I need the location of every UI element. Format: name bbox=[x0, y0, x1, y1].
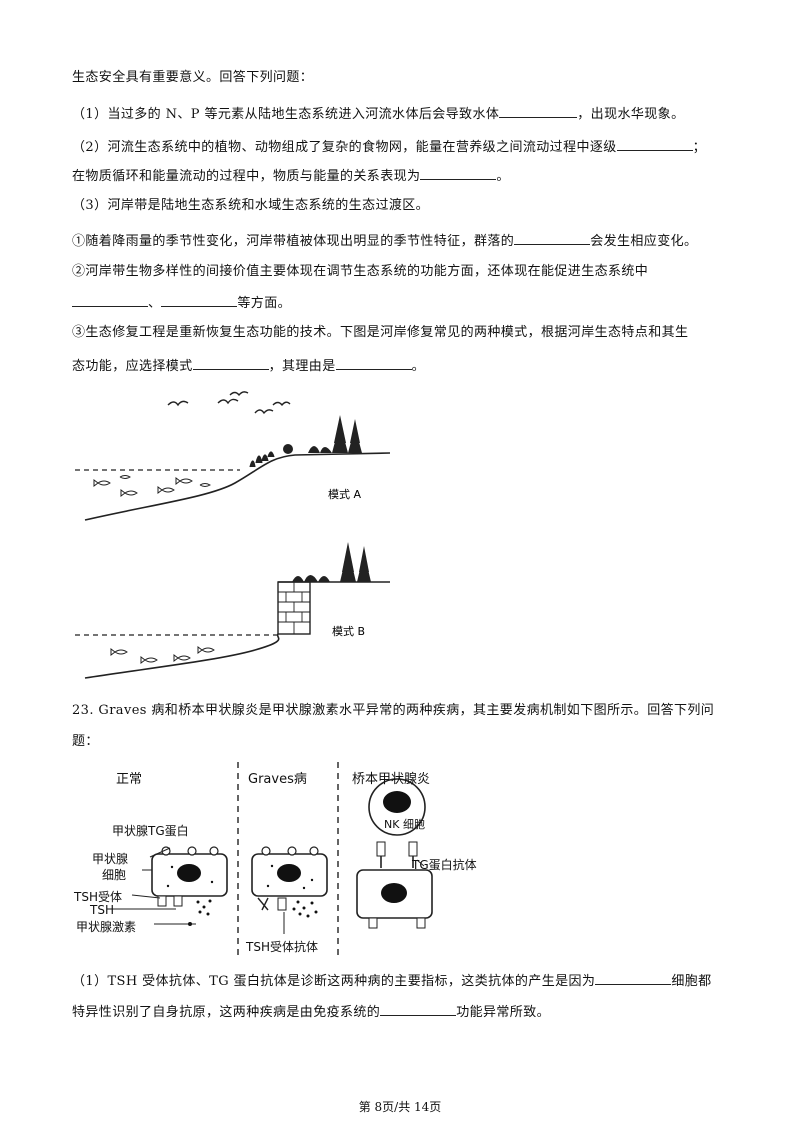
tg-protein-label: 甲状腺TG蛋白 bbox=[112, 824, 189, 838]
q23-intro-line1: 23. Graves 病和桥本甲状腺炎是甲状腺激素水平异常的两种疾病，其主要发病… bbox=[72, 703, 715, 718]
q23-intro-line2: 题： bbox=[72, 734, 99, 749]
answer-blank[interactable] bbox=[499, 103, 578, 118]
thyroid-cell-label: 甲状腺 bbox=[92, 852, 129, 866]
normal-label: 正常 bbox=[116, 772, 143, 787]
q22-part2-line2: 在物质循环和能量流动的过程中，物质与能量的关系表现为。 bbox=[72, 165, 510, 186]
thyroid-cell-label-2: 细胞 bbox=[102, 868, 127, 882]
answer-blank[interactable] bbox=[595, 970, 672, 985]
riverbank-mode-b-figure: 模式 B bbox=[75, 542, 390, 679]
hashimoto-label: 桥本甲状腺炎 bbox=[352, 772, 431, 787]
answer-blank[interactable] bbox=[514, 230, 591, 245]
tsh-receptor-antibody-label: TSH受体抗体 bbox=[246, 940, 318, 954]
q23-part1-line1: （1）TSH 受体抗体、TG 蛋白抗体是诊断这两种病的主要指标，这类抗体的产生是… bbox=[72, 970, 712, 991]
q22-part3-2-line1: ②河岸带生物多样性的间接价值主要体现在调节生态系统的功能方面，还体现在能促进生态… bbox=[72, 264, 649, 279]
q22-part3-3-line2: 态功能，应选择模式，其理由是。 bbox=[72, 355, 425, 376]
thyroid-diagram-svg bbox=[112, 762, 433, 957]
mode-b-label: 模式 B bbox=[332, 625, 365, 638]
answer-blank[interactable] bbox=[72, 292, 148, 307]
tsh-label: TSH bbox=[90, 903, 114, 917]
q23-part1-line2: 特异性识别了自身抗原，这两种疾病是由免疫系统的功能异常所致。 bbox=[72, 1001, 550, 1022]
tsh-receptor-label: TSH受体 bbox=[74, 890, 122, 904]
q22-part2-line1: （2）河流生态系统中的植物、动物组成了复杂的食物网，能量在营养级之间流动过程中逐… bbox=[72, 136, 706, 157]
thyroid-hormone-label: 甲状腺激素 bbox=[76, 920, 137, 934]
page-footer: 第 8页/共 14页 bbox=[358, 1100, 442, 1114]
answer-blank[interactable] bbox=[335, 355, 412, 370]
answer-blank[interactable] bbox=[420, 165, 497, 180]
q22-part1: （1）当过多的 N、P 等元素从陆地生态系统进入河流水体后会导致水体，出现水华现… bbox=[72, 103, 684, 124]
q22-part3-1: ①随着降雨量的季节性变化，河岸带植被体现出明显的季节性特征，群落的会发生相应变化… bbox=[72, 230, 697, 251]
mode-a-label: 模式 A bbox=[328, 488, 361, 501]
q22-part3-2-line2: 、等方面。 bbox=[72, 292, 291, 313]
answer-blank[interactable] bbox=[380, 1001, 457, 1016]
q22-part3: （3）河岸带是陆地生态系统和水域生态系统的生态过渡区。 bbox=[72, 198, 430, 213]
q22-intro: 生态安全具有重要意义。回答下列问题： bbox=[72, 70, 314, 85]
q22-part3-3-line1: ③生态修复工程是重新恢复生态功能的技术。下图是河岸修复常见的两种模式，根据河岸生… bbox=[72, 325, 689, 340]
answer-blank[interactable] bbox=[616, 136, 693, 151]
thyroid-mechanism-figure: 正常 Graves病 桥本甲状腺炎 甲状腺TG蛋白 甲状腺 细胞 TSH受体 T… bbox=[72, 762, 477, 962]
answer-blank[interactable] bbox=[161, 292, 238, 307]
nk-cell-label: NK 细胞 bbox=[384, 818, 425, 831]
graves-label: Graves病 bbox=[248, 772, 307, 787]
answer-blank[interactable] bbox=[192, 355, 269, 370]
tg-antibody-label: TG蛋白抗体 bbox=[412, 858, 477, 872]
riverbank-mode-a-figure: 模式 A bbox=[75, 391, 391, 521]
